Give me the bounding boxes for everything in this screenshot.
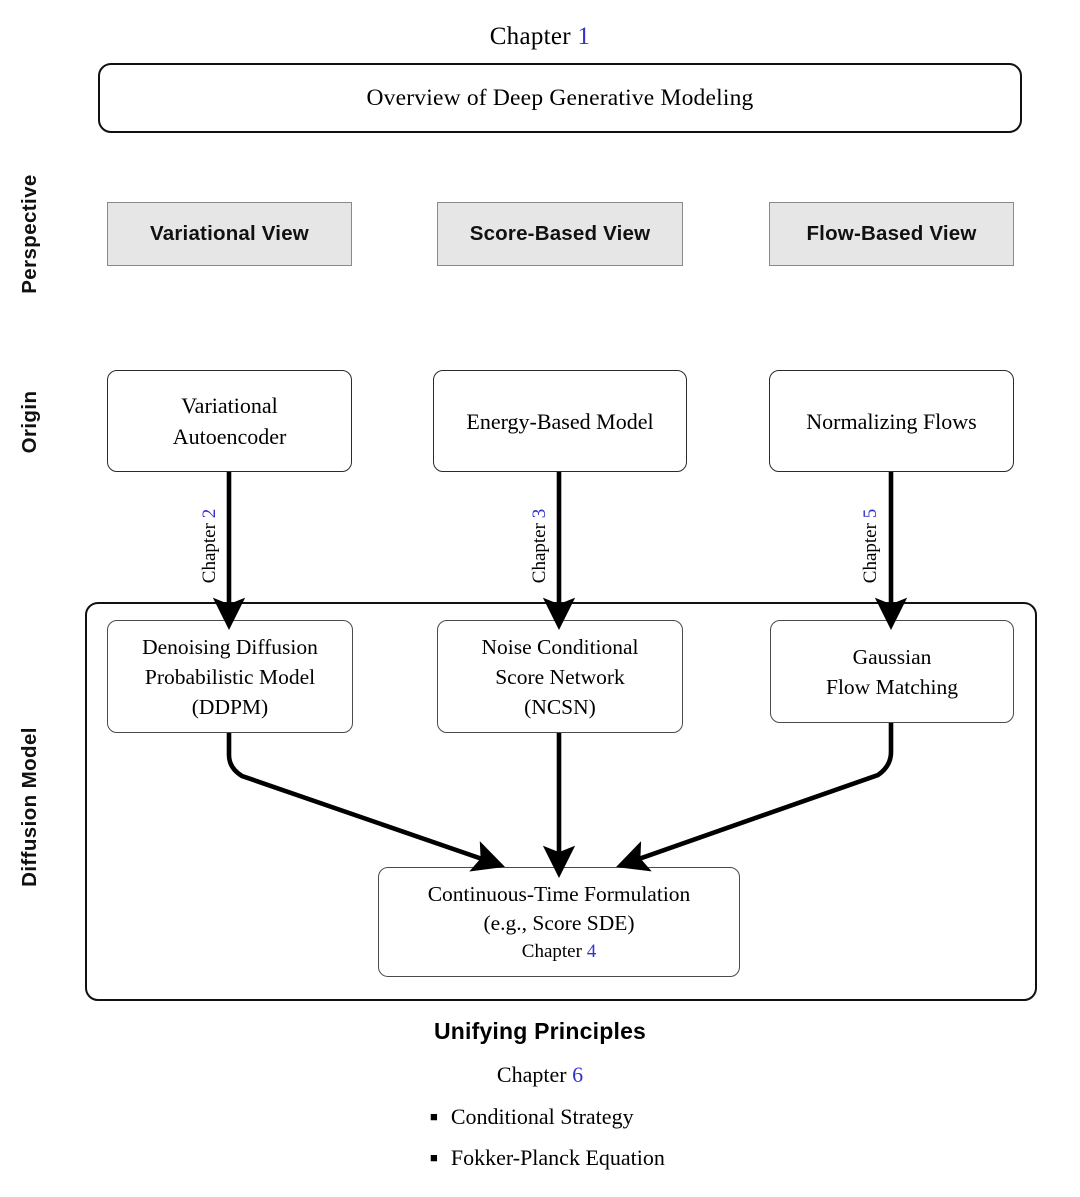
footer-bullet-label-1: Fokker-Planck Equation	[450, 1145, 665, 1170]
edge-label-chapter-5-number: 5	[860, 508, 881, 519]
list-item: ■ Conditional Strategy	[0, 1104, 1080, 1145]
origin-label-ebm: Energy-Based Model	[466, 408, 654, 434]
diffusion-label-ddpm-line3: (DDPM)	[191, 694, 269, 719]
square-bullet-icon: ■	[430, 1109, 438, 1124]
diffusion-label-gfm-line1: Gaussian	[852, 644, 932, 669]
perspective-label-flow-based: Flow-Based View	[806, 222, 977, 245]
origin-label-vae-line2: Autoencoder	[172, 424, 287, 449]
overview-box[interactable]: Overview of Deep Generative Modeling	[98, 63, 1022, 133]
origin-box-vae[interactable]: Variational Autoencoder	[107, 370, 352, 472]
diffusion-label-ncsn-line1: Noise Conditional	[481, 634, 639, 659]
footer-chapter-prefix: Chapter	[496, 1062, 567, 1087]
diffusion-label-gfm-line2: Flow Matching	[826, 674, 958, 699]
top-chapter-number: 1	[577, 23, 591, 50]
continuous-time-line2: (e.g., Score SDE)	[483, 910, 635, 935]
diffusion-box-gaussian-flow-matching[interactable]: Gaussian Flow Matching	[770, 620, 1014, 723]
top-chapter-caption: Chapter 1	[0, 22, 1080, 52]
footer-bullet-label-0: Conditional Strategy	[450, 1104, 634, 1129]
continuous-time-line1: Continuous-Time Formulation	[427, 881, 691, 906]
diffusion-label-ncsn-line3: (NCSN)	[524, 694, 596, 719]
continuous-time-chapter-number: 4	[586, 940, 597, 962]
footer-chapter-caption: Chapter 6	[0, 1062, 1080, 1088]
row-label-origin: Origin	[18, 390, 41, 454]
footer-title: Unifying Principles	[433, 1018, 647, 1044]
row-label-diffusion: Diffusion Model	[18, 727, 41, 887]
perspective-label-variational: Variational View	[150, 222, 309, 245]
row-label-perspective: Perspective	[18, 174, 41, 294]
origin-box-normalizing-flows[interactable]: Normalizing Flows	[769, 370, 1014, 472]
edge-label-chapter-5-prefix: Chapter	[860, 523, 881, 584]
diffusion-box-ncsn[interactable]: Noise Conditional Score Network (NCSN)	[437, 620, 683, 733]
list-item: ■ Fokker-Planck Equation	[0, 1145, 1080, 1186]
origin-label-vae-line1: Variational	[181, 393, 278, 418]
perspective-box-flow-based[interactable]: Flow-Based View	[769, 202, 1014, 266]
edge-label-chapter-2-prefix: Chapter	[199, 523, 220, 584]
edge-label-chapter-2: Chapter 2	[199, 491, 221, 601]
square-bullet-icon: ■	[430, 1150, 438, 1165]
edge-label-chapter-3-prefix: Chapter	[529, 523, 550, 584]
origin-label-normalizing-flows: Normalizing Flows	[806, 408, 977, 434]
top-chapter-prefix: Chapter	[489, 23, 571, 50]
overview-box-label: Overview of Deep Generative Modeling	[366, 84, 754, 111]
edge-label-chapter-2-number: 2	[199, 508, 220, 519]
diffusion-box-ddpm[interactable]: Denoising Diffusion Probabilistic Model …	[107, 620, 353, 733]
continuous-time-chapter-prefix: Chapter	[521, 940, 582, 962]
footer-bullet-list: ■ Conditional Strategy ■ Fokker-Planck E…	[0, 1104, 1080, 1186]
footer-chapter-number: 6	[572, 1062, 584, 1087]
perspective-box-score-based[interactable]: Score-Based View	[437, 202, 683, 266]
edge-label-chapter-3-number: 3	[529, 508, 550, 519]
edge-label-chapter-5: Chapter 5	[860, 491, 882, 601]
diffusion-label-ddpm-line1: Denoising Diffusion	[142, 634, 318, 659]
continuous-time-chapter: Chapter 4	[522, 938, 596, 965]
perspective-box-variational[interactable]: Variational View	[107, 202, 352, 266]
origin-box-ebm[interactable]: Energy-Based Model	[433, 370, 687, 472]
diffusion-label-ncsn-line2: Score Network	[495, 664, 625, 689]
perspective-label-score-based: Score-Based View	[469, 222, 651, 245]
continuous-time-box[interactable]: Continuous-Time Formulation (e.g., Score…	[378, 867, 740, 977]
diffusion-label-ddpm-line2: Probabilistic Model	[144, 664, 316, 689]
edge-label-chapter-3: Chapter 3	[529, 491, 551, 601]
